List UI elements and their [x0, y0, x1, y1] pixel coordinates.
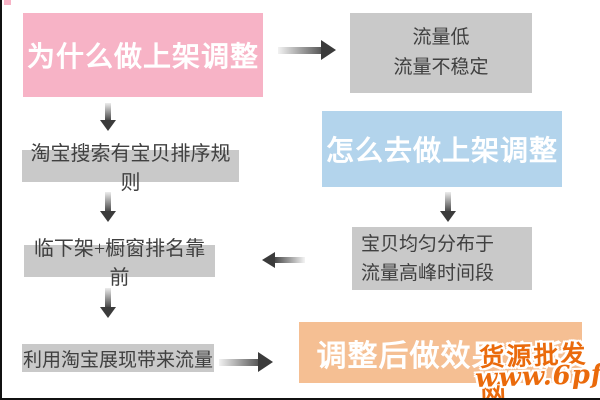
arrow-head [321, 40, 336, 60]
arrow-head [100, 307, 116, 318]
node-symptom-line2: 流量不稳定 [393, 57, 489, 78]
node-distribute-line2: 流量高峰时间段 [361, 262, 495, 284]
arrow-left-icon [262, 252, 305, 268]
node-symptom: 流量低 流量不稳定 [350, 13, 532, 93]
arrow-head [440, 211, 456, 222]
node-distribute-line1: 宝贝均匀分布于 [361, 233, 495, 255]
node-distribute: 宝贝均匀分布于 流量高峰时间段 [352, 227, 532, 290]
node-why-adjust-label: 为什么做上架调整 [26, 41, 259, 72]
node-analyze-effect: 调整后做效果分析 [299, 322, 582, 383]
node-rank-ahead: 临下架+橱窗排名靠前 [24, 238, 215, 289]
arrow-down-icon [100, 192, 116, 222]
node-why-adjust: 为什么做上架调整 [23, 13, 263, 97]
watermark-site-url: www.6pf.cn [474, 357, 600, 395]
node-bring-traffic: 利用淘宝展现带来流量 [22, 344, 214, 372]
pink-artifact [4, 0, 11, 5]
arrow-head [262, 252, 275, 268]
arrow-right-icon [219, 352, 273, 372]
arrow-down-icon [440, 192, 456, 222]
node-search-rule: 淘宝搜索有宝贝排序规则 [22, 143, 239, 194]
arrow-shaft [105, 288, 111, 307]
arrow-shaft [105, 103, 111, 120]
arrow-head [100, 120, 116, 131]
arrow-shaft [278, 46, 321, 54]
node-rank-ahead-label: 临下架+橱窗排名靠前 [33, 238, 206, 289]
arrow-head [100, 211, 116, 222]
arrow-head [258, 352, 273, 372]
node-analyze-effect-label: 调整后做效果分析 [316, 339, 565, 373]
node-symptom-line1: 流量低 [412, 27, 470, 48]
arrow-shaft [105, 192, 111, 211]
arrow-right-icon [278, 40, 336, 60]
node-how-adjust: 怎么去做上架调整 [322, 111, 562, 187]
arrow-shaft [445, 192, 451, 211]
node-how-adjust-label: 怎么去做上架调整 [325, 135, 558, 166]
node-search-rule-label: 淘宝搜索有宝贝排序规则 [30, 143, 231, 194]
arrow-down-icon [100, 288, 116, 318]
node-bring-traffic-label: 利用淘宝展现带来流量 [22, 349, 213, 371]
arrow-shaft [275, 257, 305, 263]
arrow-down-icon [100, 103, 116, 131]
arrow-shaft [219, 358, 258, 366]
